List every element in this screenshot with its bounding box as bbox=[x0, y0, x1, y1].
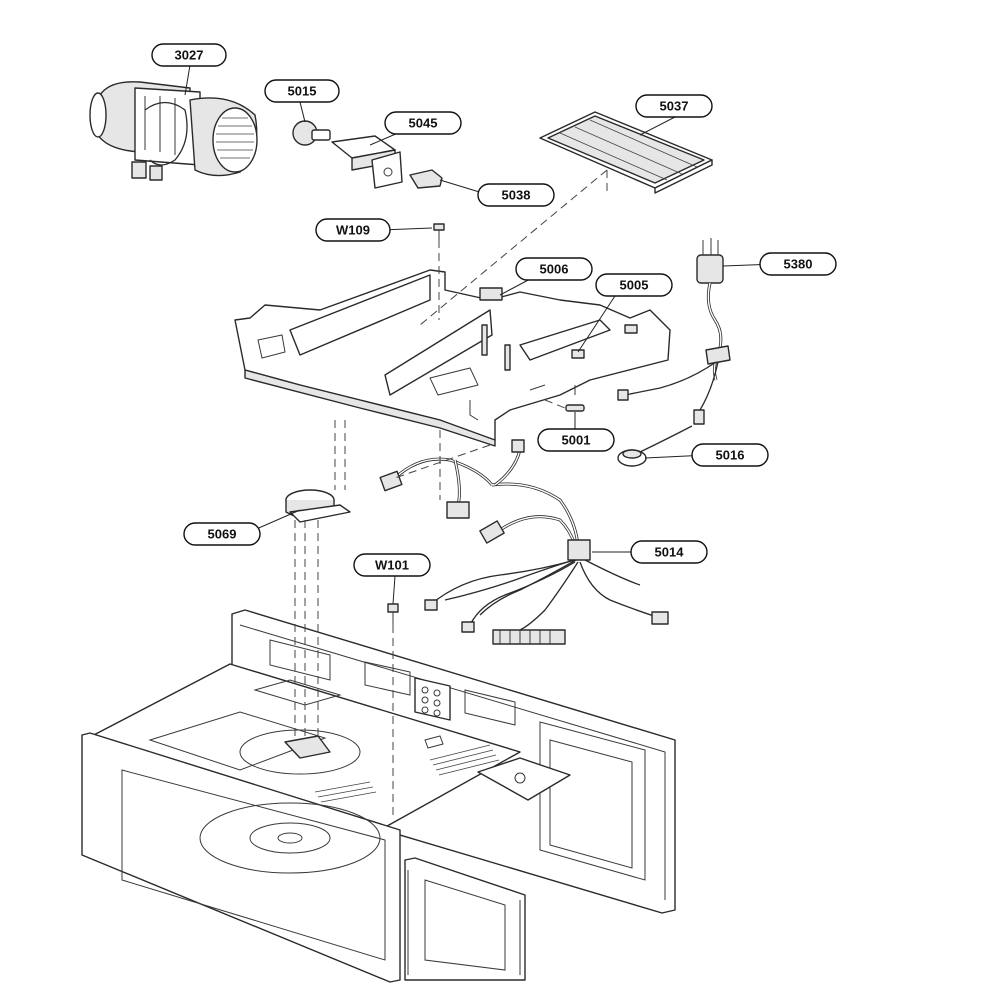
callout-label-5037: 5037 bbox=[660, 99, 689, 114]
lamp-socket bbox=[331, 135, 403, 189]
callout-W101: W101 bbox=[353, 553, 431, 577]
stirrer-motor bbox=[285, 489, 351, 523]
callout-3027: 3027 bbox=[151, 43, 227, 67]
callout-5006: 5006 bbox=[515, 257, 593, 281]
lamp-connector bbox=[409, 169, 443, 189]
callout-label-5001: 5001 bbox=[562, 433, 591, 448]
base-plate bbox=[234, 269, 671, 447]
callout-label-3027: 3027 bbox=[175, 48, 204, 63]
callout-label-5006: 5006 bbox=[540, 262, 569, 277]
callout-label-W101: W101 bbox=[375, 558, 409, 573]
callout-5380: 5380 bbox=[759, 252, 837, 276]
charcoal-filter bbox=[539, 111, 713, 194]
callout-label-5005: 5005 bbox=[620, 278, 649, 293]
callout-label-5016: 5016 bbox=[716, 448, 745, 463]
callout-label-5014: 5014 bbox=[655, 545, 685, 560]
power-cord bbox=[617, 238, 731, 425]
callout-label-5015: 5015 bbox=[288, 84, 317, 99]
callout-5069: 5069 bbox=[183, 522, 261, 546]
callout-5015: 5015 bbox=[264, 79, 340, 103]
callout-5005: 5005 bbox=[595, 273, 673, 297]
callout-label-W109: W109 bbox=[336, 223, 370, 238]
thermostat bbox=[617, 425, 693, 467]
callout-label-5038: 5038 bbox=[502, 188, 531, 203]
callout-5038: 5038 bbox=[477, 183, 555, 207]
thermal-cutout-small bbox=[565, 404, 585, 412]
screw-w101 bbox=[387, 603, 399, 625]
callout-5045: 5045 bbox=[384, 111, 462, 135]
callout-5016: 5016 bbox=[691, 443, 769, 467]
callout-5001: 5001 bbox=[537, 428, 615, 452]
screw-w109 bbox=[433, 223, 445, 240]
callout-label-5380: 5380 bbox=[784, 257, 813, 272]
assembly-guide-lines bbox=[294, 169, 608, 820]
callout-W109: W109 bbox=[315, 218, 391, 242]
callout-5014: 5014 bbox=[630, 540, 708, 564]
callout-label-5069: 5069 bbox=[208, 527, 237, 542]
callout-5037: 5037 bbox=[635, 94, 713, 118]
wire-harness bbox=[379, 439, 669, 645]
callout-label-5045: 5045 bbox=[409, 116, 438, 131]
lamp-bulb bbox=[292, 120, 331, 146]
oven-cavity-chassis bbox=[81, 609, 676, 983]
blower-motor-assembly bbox=[89, 81, 258, 181]
